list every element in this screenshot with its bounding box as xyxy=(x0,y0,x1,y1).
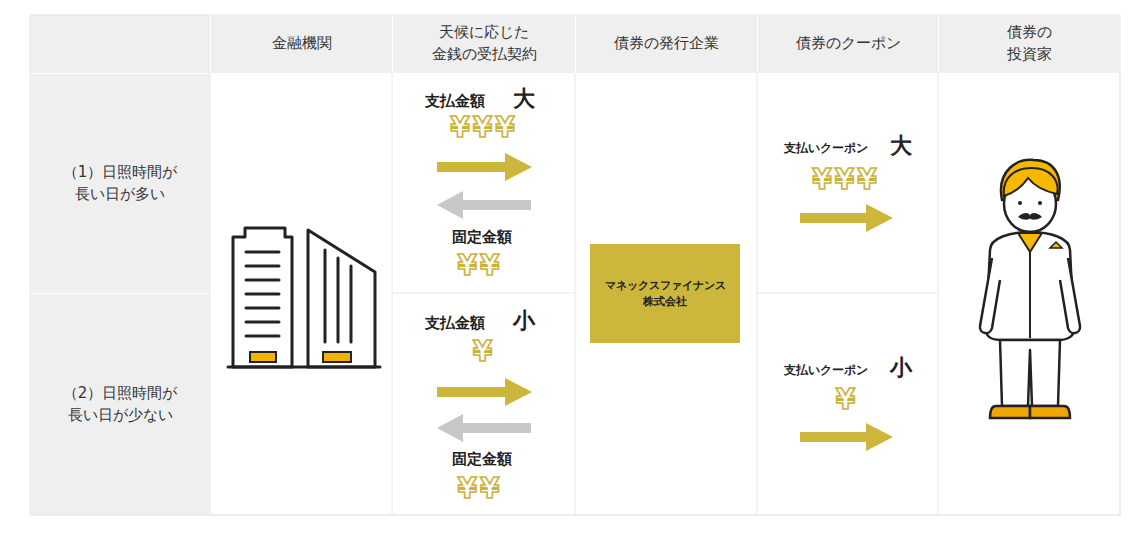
bank-building-icon-part-part xyxy=(350,266,353,342)
table-grid-part xyxy=(392,73,393,515)
bank-building-icon-part-part xyxy=(246,279,279,282)
issuer-box: マネックスファイナンス 株式会社 xyxy=(590,244,740,343)
header-cell: 債券の 投資家 xyxy=(939,15,1120,73)
bank-building-icon-part xyxy=(250,352,276,362)
investor-figure-part xyxy=(1018,213,1042,220)
bank-building-icon-part-part xyxy=(324,250,327,342)
amount-label: 支払金額 xyxy=(425,315,485,332)
investor-figure-part xyxy=(1038,201,1042,205)
yen-symbols: ¥¥¥ xyxy=(812,165,879,196)
row-heading: （1）日照時間が 長い日が多い xyxy=(53,162,187,206)
amount-label: 小 xyxy=(513,309,535,333)
payment-arrows-part xyxy=(437,153,532,181)
investor-figure-part xyxy=(1000,340,1060,406)
header-cell: 天候に応じた 金銭の受払契約 xyxy=(393,15,575,73)
amount-label: 固定金額 xyxy=(452,451,512,468)
table-grid-part xyxy=(938,73,939,515)
payment-arrows xyxy=(437,153,893,451)
header-cell: 債券のクーポン xyxy=(758,15,938,73)
bank-building-icon xyxy=(228,228,380,367)
bank-building-icon-part-part xyxy=(246,321,279,324)
column-heading: 債券の 投資家 xyxy=(1000,22,1060,66)
amount-label: 支払金額 xyxy=(425,93,485,110)
column-heading: 天候に応じた 金銭の受払契約 xyxy=(425,22,543,66)
amount-label: 小 xyxy=(890,356,912,380)
investor-figure-part xyxy=(1018,233,1042,252)
bank-building-icon-part-part xyxy=(246,265,279,268)
table-grid-part xyxy=(30,15,1120,515)
payment-arrows-part xyxy=(437,378,532,406)
bank-building-icon-part-part xyxy=(246,293,279,296)
bank-building-icon-part-part xyxy=(337,258,340,342)
amount-label: 支払いクーポン xyxy=(784,142,868,155)
table-grid-part xyxy=(757,73,758,515)
yen-symbols: ¥¥ xyxy=(458,251,503,282)
bank-building-icon-part xyxy=(246,252,279,336)
row-label-cell: （1）日照時間が 長い日が多い xyxy=(30,74,210,293)
table-grid-part xyxy=(1120,73,1121,515)
investor-figure-part xyxy=(980,258,1000,333)
table-grid-part xyxy=(30,15,210,73)
bank-building-icon-part-part xyxy=(246,307,279,310)
investor-figure-part xyxy=(1004,168,1058,196)
investor-figure-part xyxy=(1029,252,1031,338)
bank-building-icon-part-part xyxy=(246,251,279,254)
payment-arrows-part xyxy=(800,423,893,451)
amount-label: 支払いクーポン xyxy=(784,364,868,377)
investor-figure-part xyxy=(1050,242,1062,248)
amount-label: 大 xyxy=(513,87,535,111)
yen-symbols: ¥ xyxy=(836,385,858,416)
investor-figure-part xyxy=(1030,406,1070,418)
bank-building-icon-part xyxy=(308,230,375,367)
table-grid-part xyxy=(575,73,576,515)
investor-figure-part xyxy=(1060,258,1080,333)
table-grid xyxy=(30,15,1120,515)
payment-arrows-part xyxy=(437,191,531,219)
header-cell: 金融機関 xyxy=(211,15,392,73)
company-name: マネックスファイナンス 株式会社 xyxy=(596,278,734,310)
payment-arrows-part xyxy=(800,204,893,232)
bank-building-icon-part xyxy=(233,228,292,367)
bank-building-icon-part xyxy=(228,366,380,369)
yen-symbols: ¥ xyxy=(473,337,495,368)
yen-symbols: ¥¥¥ xyxy=(450,113,517,144)
table-grid-part xyxy=(757,293,938,294)
investor-figure-part xyxy=(1018,201,1022,205)
yen-symbols: ¥¥ xyxy=(458,474,503,505)
row-heading: （2）日照時間が 長い日が少ない xyxy=(53,383,187,427)
payment-arrows-part xyxy=(437,414,531,442)
amount-label: 大 xyxy=(890,134,912,158)
amount-label: 固定金額 xyxy=(452,229,512,246)
bank-building-icon-part-part xyxy=(246,335,279,338)
header-cell: 債券の発行企業 xyxy=(576,15,757,73)
bank-building-icon-part xyxy=(325,250,351,342)
investor-figure-part xyxy=(990,406,1030,418)
column-heading: 債券の発行企業 xyxy=(582,33,752,55)
bank-building-icon-part xyxy=(323,352,351,362)
row-label-cell: （2）日照時間が 長い日が少ない xyxy=(30,294,210,515)
table-grid-part xyxy=(392,293,575,294)
investor-figure xyxy=(980,160,1080,418)
column-heading: 債券のクーポン xyxy=(763,33,933,55)
column-heading: 金融機関 xyxy=(217,33,387,55)
